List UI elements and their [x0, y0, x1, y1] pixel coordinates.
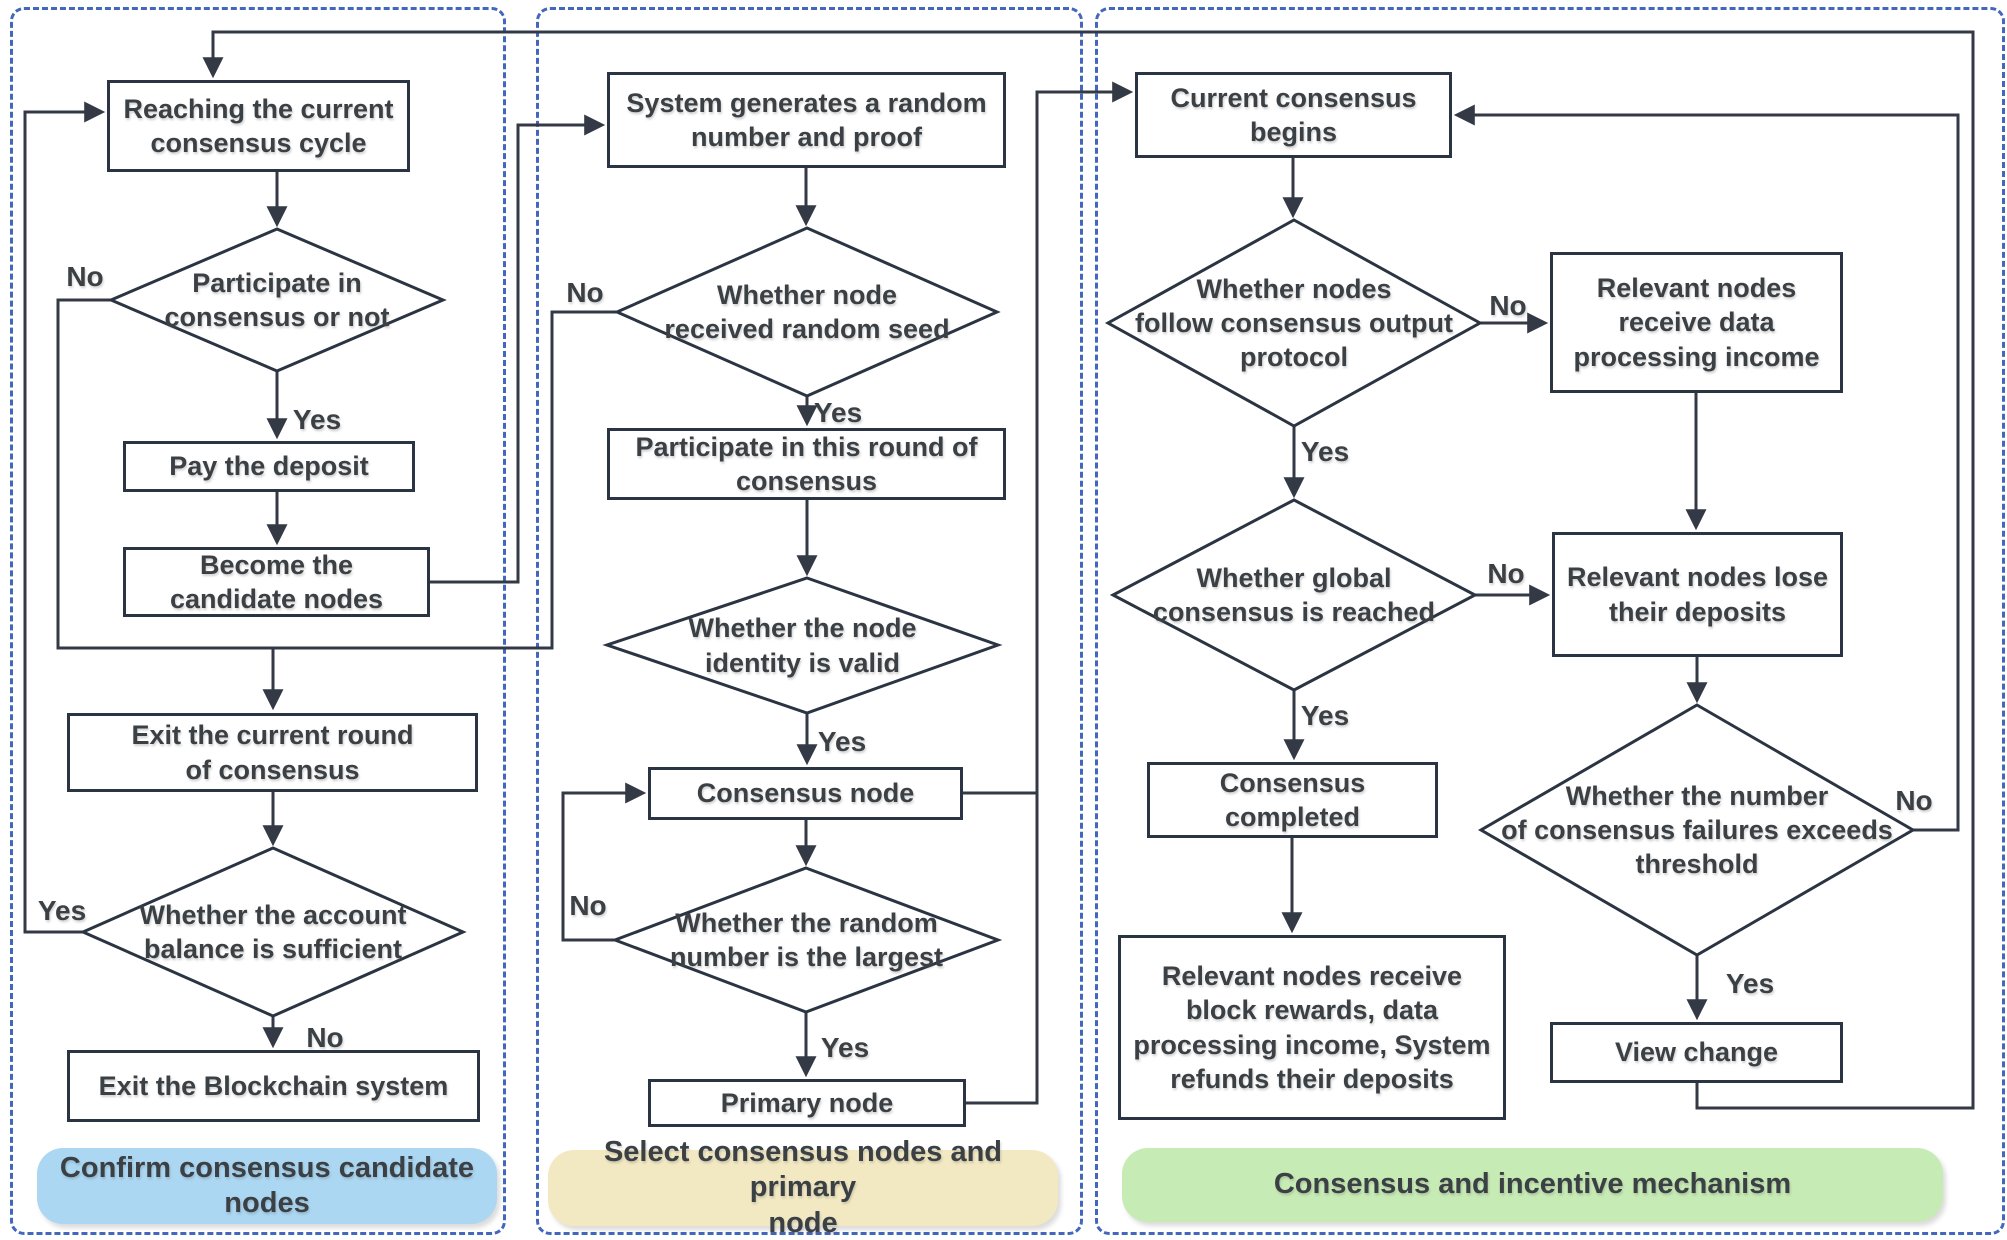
edge-failures-no-to-begins — [1453, 104, 1960, 832]
node-lose-deposits: Relevant nodes lose their deposits — [1552, 532, 1843, 657]
edge-label-no-balance: No — [306, 1022, 344, 1053]
edge-label-yes-seed: Yes — [813, 397, 863, 428]
node-consensus-begins: Current consensus begins — [1135, 72, 1452, 158]
node-system-generates: System generates a random number and pro… — [607, 72, 1006, 168]
edge-label-yes-participate: Yes — [292, 404, 342, 435]
decision-balance-sufficient-shape — [79, 846, 467, 1018]
node-consensus-node: Consensus node — [648, 767, 963, 820]
edge-label-yes-balance: Yes — [37, 895, 87, 926]
decision-follow-protocol-shape — [1104, 218, 1484, 428]
decision-balance-sufficient: Whether the account balance is sufficien… — [139, 899, 407, 964]
caption-consensus-incentive: Consensus and incentive mechanism — [1122, 1148, 1943, 1222]
edge-label-yes-largest: Yes — [820, 1032, 870, 1063]
edge-label-no-largest: No — [569, 890, 607, 921]
decision-received-seed-shape — [613, 226, 1001, 398]
panel-confirm-candidate-nodes — [10, 7, 506, 1235]
decision-random-largest-shape — [610, 866, 1003, 1014]
edge-label-yes-protocol: Yes — [1300, 436, 1350, 467]
decision-random-largest: Whether the random number is the largest — [669, 907, 944, 972]
decision-shapes — [79, 218, 1916, 1018]
edge-no-branches-merge — [56, 298, 617, 650]
edge-label-no-global: No — [1487, 558, 1525, 589]
decision-global-reached: Whether global consensus is reached — [1152, 562, 1436, 627]
decision-global-reached-shape — [1109, 498, 1479, 692]
decision-follow-protocol: Whether nodes follow consensus output pr… — [1135, 273, 1453, 372]
edge-become-to-system-generates — [430, 114, 606, 584]
node-primary-node: Primary node — [648, 1079, 966, 1127]
decision-received-seed: Whether node received random seed — [664, 279, 950, 344]
edge-label-no-failures: No — [1895, 785, 1933, 816]
node-exit-round: Exit the current round of consensus — [67, 713, 478, 792]
edge-label-yes-global: Yes — [1300, 700, 1350, 731]
edge-label-no-seed: No — [566, 277, 604, 308]
node-exit-blockchain: Exit the Blockchain system — [67, 1050, 480, 1122]
node-become-candidate: Become the candidate nodes — [123, 547, 430, 617]
edge-label-yes-failures: Yes — [1725, 968, 1775, 999]
edge-label-no-protocol: No — [1489, 290, 1527, 321]
connectors — [23, 30, 1975, 1110]
node-receive-income: Relevant nodes receive data processing i… — [1550, 252, 1843, 393]
node-pay-deposit: Pay the deposit — [123, 441, 415, 492]
node-view-change: View change — [1550, 1022, 1843, 1083]
decision-participate-or-not: Participate in consensus or not — [164, 267, 390, 332]
node-reaching-cycle: Reaching the current consensus cycle — [107, 80, 410, 172]
edge-primary-to-begins — [966, 81, 1134, 1105]
edge-label-no-participate: No — [66, 261, 104, 292]
edge-view-change-to-reaching-cycle — [202, 30, 1975, 1110]
edge-label-yes-identity: Yes — [817, 726, 867, 757]
edge-balance-yes-to-reaching-cycle — [23, 101, 106, 934]
caption-confirm-candidate-nodes: Confirm consensus candidate nodes — [37, 1148, 497, 1224]
decision-participate-or-not-shape — [107, 227, 447, 373]
panel-consensus-incentive — [1095, 7, 2005, 1235]
caption-select-nodes: Select consensus nodes and primary node — [548, 1136, 1058, 1239]
decision-failures-exceed: Whether the number of consensus failures… — [1501, 780, 1893, 879]
panel-select-nodes — [536, 7, 1083, 1235]
decision-identity-valid: Whether the node identity is valid — [688, 613, 917, 678]
edge-largest-no-to-consensus-node — [561, 782, 647, 942]
decision-identity-valid-shape — [602, 576, 1003, 715]
node-consensus-completed: Consensus completed — [1147, 762, 1438, 838]
decision-failures-exceed-shape — [1478, 703, 1916, 957]
node-participate-round: Participate in this round of consensus — [607, 428, 1006, 500]
node-rewards-refund: Relevant nodes receive block rewards, da… — [1118, 935, 1506, 1120]
